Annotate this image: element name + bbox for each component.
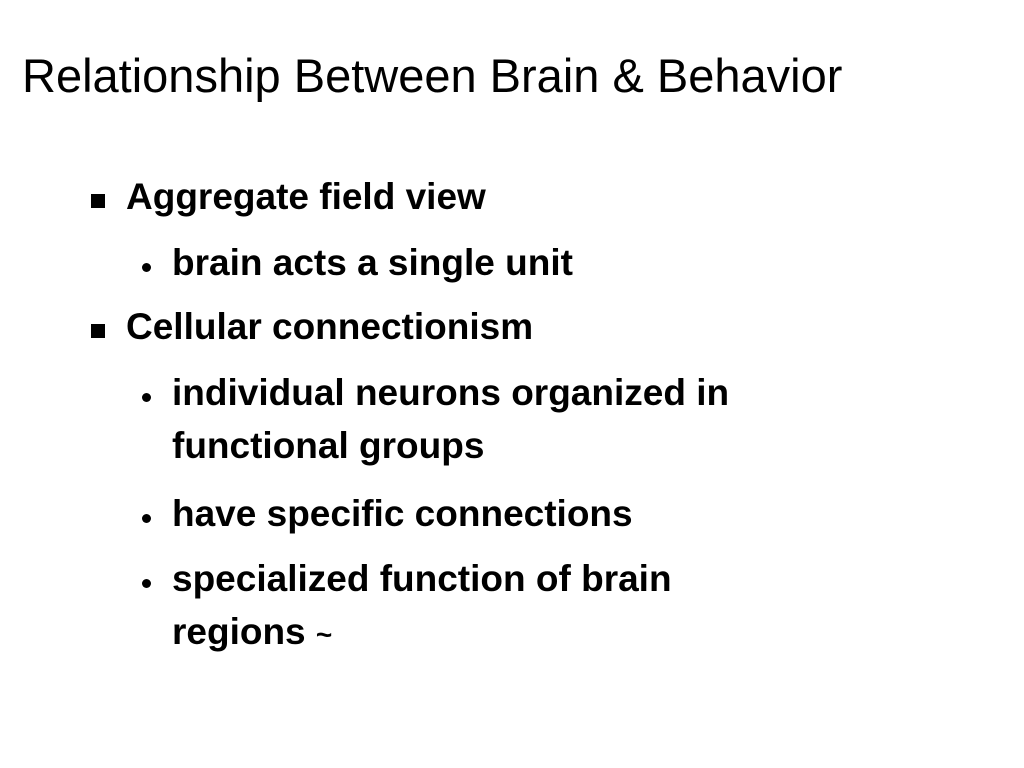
subbullet-specialized-function: specialized function of brain regions ~	[142, 552, 672, 661]
square-bullet-icon	[91, 194, 105, 208]
dot-bullet-icon	[142, 514, 151, 523]
bullet-cellular-connectionism: Cellular connectionism	[91, 300, 534, 353]
subbullet-text: have specific connections	[172, 493, 633, 534]
bullet-text: Aggregate field view	[126, 176, 486, 217]
dot-bullet-icon	[142, 393, 151, 402]
bullet-aggregate-field-view: Aggregate field view	[91, 170, 486, 223]
subbullet-specific-connections: have specific connections	[142, 487, 633, 540]
tilde-mark: ~	[315, 619, 333, 650]
subbullet-text-line-1: specialized function of brain	[172, 558, 672, 599]
dot-bullet-icon	[142, 579, 151, 588]
subbullet-text-line-2: functional groups	[172, 425, 485, 466]
subbullet-text-line-2-words: regions	[172, 611, 306, 652]
slide-title: Relationship Between Brain & Behavior	[22, 49, 843, 102]
subbullet-brain-acts-single-unit: brain acts a single unit	[142, 236, 573, 289]
dot-bullet-icon	[142, 263, 151, 272]
subbullet-individual-neurons: individual neurons organized in function…	[142, 366, 730, 472]
subbullet-text: brain acts a single unit	[172, 242, 573, 283]
bullet-text: Cellular connectionism	[126, 306, 534, 347]
subbullet-text-line-2: regions ~	[172, 605, 672, 661]
subbullet-text-line-1: individual neurons organized in	[172, 372, 730, 413]
square-bullet-icon	[91, 324, 105, 338]
